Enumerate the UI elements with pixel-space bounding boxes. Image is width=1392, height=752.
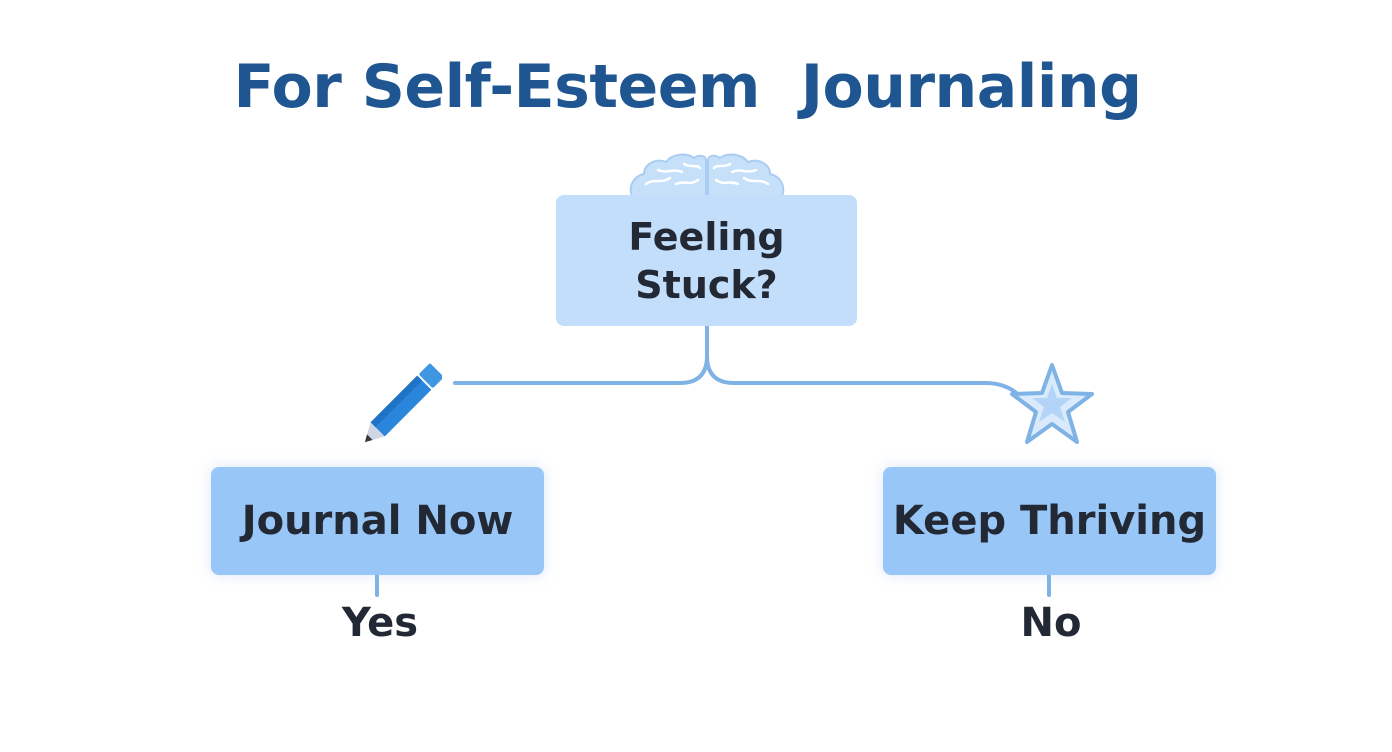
page-title: For Self-Esteem Journaling	[233, 52, 1142, 122]
journal-now-node: Journal Now	[211, 467, 544, 575]
brain-icon	[629, 153, 785, 197]
question-to-journal-connector	[453, 324, 709, 385]
pencil-icon	[364, 363, 442, 443]
no-label: No	[1020, 600, 1082, 646]
yes-label: Yes	[341, 600, 419, 646]
keep-thriving-node: Keep Thriving	[883, 467, 1216, 575]
question-to-thrive-connector	[705, 354, 1024, 400]
question-node: Feeling Stuck?	[556, 195, 857, 326]
star-icon	[1010, 363, 1094, 444]
